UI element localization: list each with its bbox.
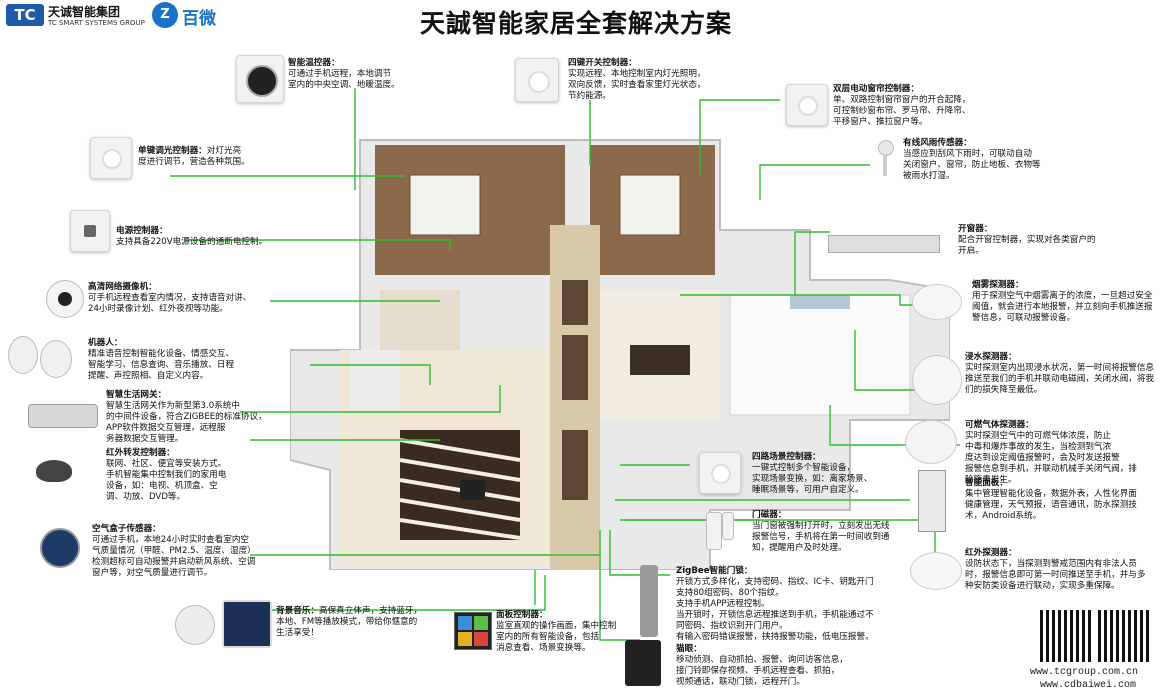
label-window-opener: 开窗器： 配合开窗控制器，实现对各类窗户的开启。 xyxy=(958,224,1096,256)
label-smart-panel: 智能面板： 集中管理智能化设备，数据外表，人性化界面健康管理，天气预报，语音通讯… xyxy=(965,478,1137,521)
label-peephole: 猫眼： 移动侦测、自动抓拍、报警、询问访客信息，接门铃即保存视频、手机远程查看、… xyxy=(676,644,848,687)
gas-detector-icon xyxy=(905,420,957,464)
label-power-socket: 电源控制器： 支持具备220V电源设备的通断电控制。 xyxy=(116,226,268,247)
label-four-key-switch: 四键开关控制器： 实现远程、本地控制室内灯光照明，双向反馈，实时查看家里灯光状态… xyxy=(568,58,706,101)
label-screen-controller: 面板控制器： 监室直观的操作画面，集中控制室内的所有智能设备，包括消息查看、场景… xyxy=(496,610,617,653)
smart-panel-icon xyxy=(918,470,946,532)
curtain-controller-icon xyxy=(786,84,828,126)
camera-icon xyxy=(46,280,84,318)
label-pir-sensor: 红外探测器： 设防状态下，当探测到警戒范围内有非法人员时，报警信息即可第一时间推… xyxy=(965,548,1146,591)
label-curtain-controller: 双层电动窗帘控制器： 单、双路控制窗帘窗户的开合起降，可控制纱窗布帘、罗马帘、升… xyxy=(833,84,971,127)
label-robot: 机器人： 精准语音控制智能化设备、情感交互、智能学习、信息查询、音乐播放、日程提… xyxy=(88,338,235,381)
thermostat-device-icon xyxy=(236,55,284,103)
tc-logo: TC xyxy=(6,4,44,26)
robot-icon xyxy=(8,336,38,374)
label-air-quality: 空气盒子传感器： 可通过手机，本地24小时实时查看室内空气质量情况（甲醛、PM2… xyxy=(92,524,256,578)
label-camera: 高清网络摄像机： 可手机远程查看室内情况，支持语音对讲、24小时录像计划、红外夜… xyxy=(88,282,252,314)
door-sensor-magnet-icon xyxy=(722,512,734,540)
ir-blaster-icon xyxy=(36,460,72,482)
website-cdbaiwei[interactable]: www.cdbaiwei.com xyxy=(1040,680,1137,691)
robot-icon xyxy=(40,340,72,378)
partner-name: 百微 xyxy=(182,9,216,29)
touch-screen-controller-icon xyxy=(454,612,492,650)
label-gas-detector: 可燃气体探测器： 实时探测空气中的可燃气体浓度，防止中毒和爆炸事故的发生，当检测… xyxy=(965,420,1137,485)
label-background-music: 背景音乐：高保真立体声，支持蓝牙， 本地、FM等播放模式，带给你惬意的生活享受！ xyxy=(276,606,423,638)
smoke-detector-icon xyxy=(912,284,962,320)
label-gateway: 智慧生活网关： 智慧生活网关作为新型第3.0系统中的中间件设备，符合ZIGBEE… xyxy=(106,390,267,444)
label-dimmer: 单键调光控制器：对灯光亮 度进行调节，营造各种氛围。 xyxy=(138,146,250,167)
company-name-en: TC SMART SYSTEMS GROUP xyxy=(48,19,145,27)
peephole-viewer-icon xyxy=(625,640,661,686)
water-leak-sensor-icon xyxy=(912,355,962,405)
label-door-sensor: 门磁器： 当门窗被强制打开时，立刻发出无线报警信号，手机将在第一时间收到通知，提… xyxy=(752,510,890,553)
ceiling-speaker-icon xyxy=(175,605,215,645)
four-key-switch-icon xyxy=(515,58,559,102)
dimmer-switch-icon xyxy=(90,137,132,179)
door-sensor-icon xyxy=(706,512,722,550)
label-ir-blaster: 红外转发控制器： 联网、社区、便宜等安装方式。手机智能集中控制我们的家用电设备，… xyxy=(106,448,227,502)
power-socket-icon xyxy=(70,210,110,252)
scene-controller-icon xyxy=(699,452,741,494)
qr-code-icon xyxy=(1098,610,1150,662)
qr-code-icon xyxy=(1040,610,1092,662)
label-smart-lock: ZigBee智能门锁： 开锁方式多样化，支持密码、指纹、IC卡、钥匙开门支持80… xyxy=(676,566,874,642)
company-name-cn: 天诚智能集团 xyxy=(48,5,121,19)
baiwei-logo-icon: Z xyxy=(152,2,178,28)
website-tcgroup[interactable]: www.tcgroup.com.cn xyxy=(1030,667,1139,678)
floor-plan-illustration xyxy=(290,139,950,570)
air-quality-sensor-icon xyxy=(40,528,80,568)
music-panel-icon xyxy=(222,600,272,648)
label-smoke-detector: 烟雾探测器： 用于探测空气中烟雾离子的浓度，一旦超过安全阈值，就会进行本地报警，… xyxy=(972,280,1153,323)
gateway-icon xyxy=(28,404,98,428)
smart-lock-icon xyxy=(640,565,658,637)
page-title: 天誠智能家居全套解决方案 xyxy=(420,9,733,38)
label-scene-controller: 四路场景控制器： 一键式控制多个智能设备，实现场景变换，如：离家场景、睡眠场景等… xyxy=(752,452,873,495)
rain-sensor-icon xyxy=(872,140,898,180)
label-thermostat: 智能温控器： 可通过手机远程，本地调节室内的中央空调、地暖温度。 xyxy=(288,58,400,90)
pir-sensor-icon xyxy=(910,552,962,590)
label-rain-sensor: 有线风雨传感器： 当感应到刮风下雨时，可联动自动关闭窗户、窗帘，防止地板、衣物等… xyxy=(903,138,1041,181)
label-water-sensor: 浸水探测器： 实时探测室内出现浸水状况，第一时间将报警信息推送至我们的手机并联动… xyxy=(965,352,1155,395)
window-opener-icon xyxy=(828,235,940,253)
